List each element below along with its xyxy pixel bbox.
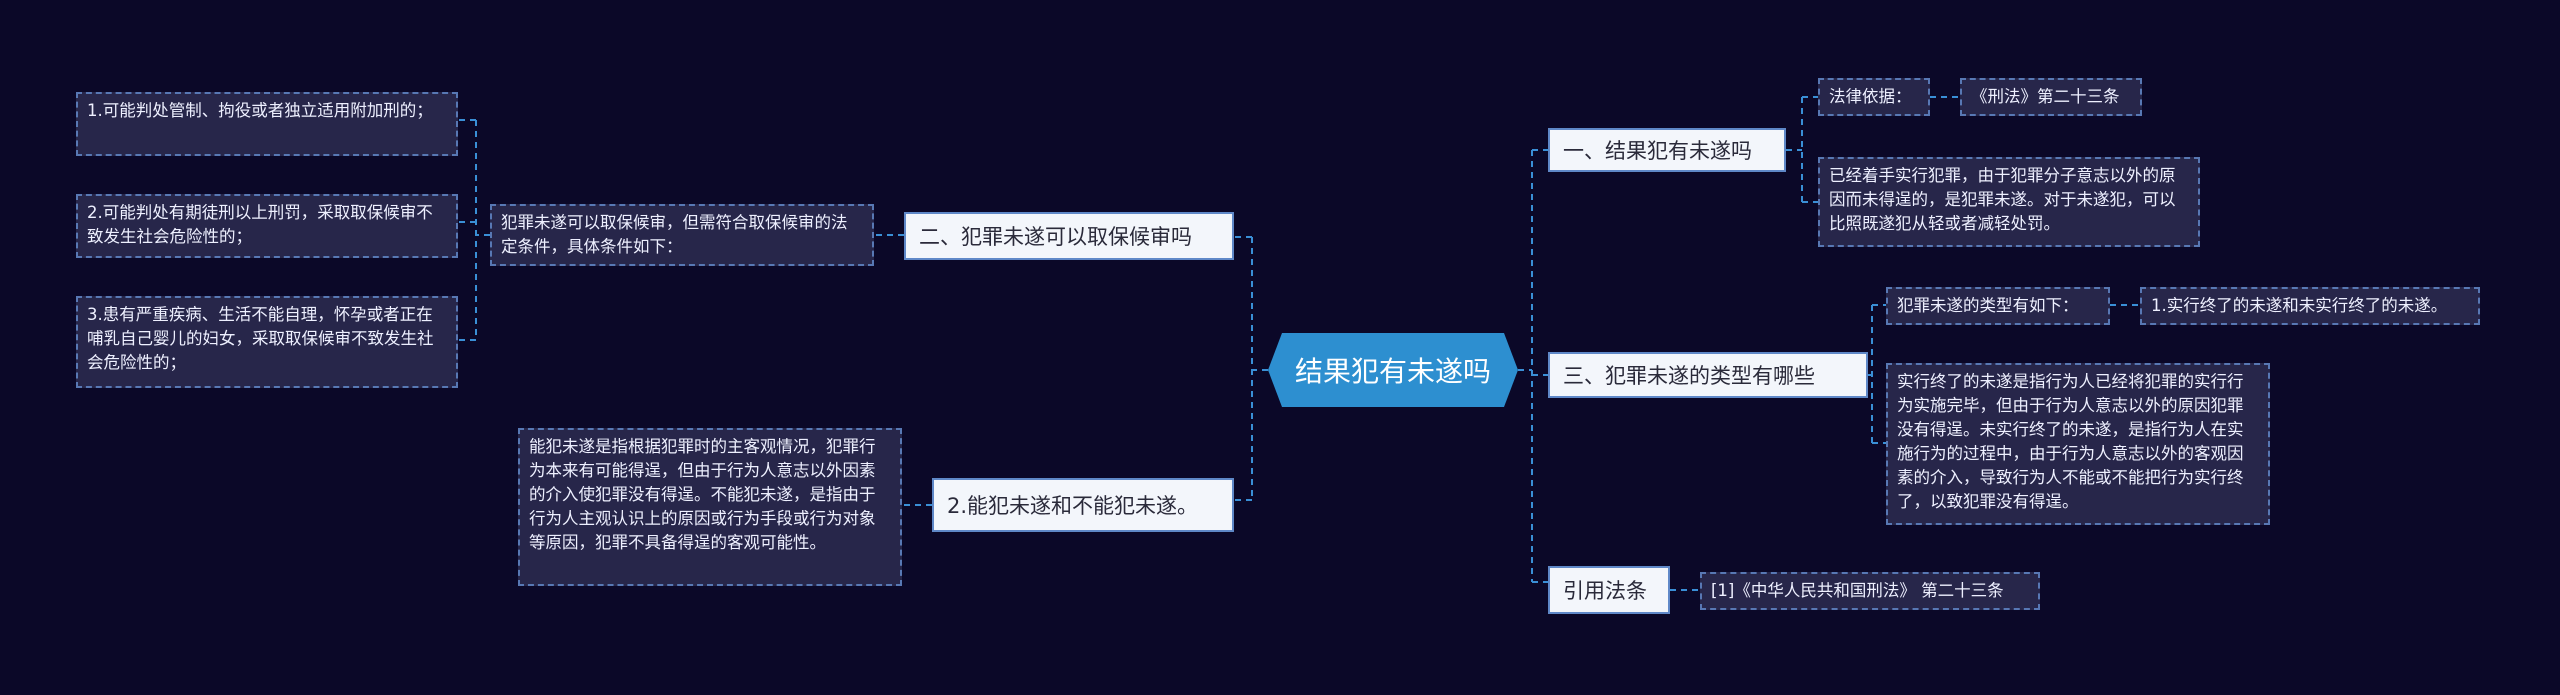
- bail-condition-1[interactable]: 1.可能判处管制、拘役或者独立适用附加刑的；: [76, 92, 458, 156]
- attempt-types-label[interactable]: 犯罪未遂的类型有如下：: [1886, 287, 2110, 325]
- root-topic[interactable]: 结果犯有未遂吗: [1268, 333, 1518, 407]
- bail-condition-2-text: 2.可能判处有期徒刑以上刑罚，采取取保候审不致发生社会危险性的；: [87, 203, 433, 246]
- cited-law-article[interactable]: [1]《中华人民共和国刑法》 第二十三条: [1700, 572, 2040, 610]
- bail-condition-1-text: 1.可能判处管制、拘役或者独立适用附加刑的；: [87, 101, 433, 120]
- branch-cited-law[interactable]: 引用法条: [1548, 566, 1670, 614]
- legal-basis-label[interactable]: 法律依据：: [1818, 78, 1930, 116]
- possible-impossible-text: 能犯未遂是指根据犯罪时的主客观情况，犯罪行为本来有可能得逞，但由于行为人意志以外…: [529, 437, 876, 552]
- criminal-law-article[interactable]: 《刑法》第二十三条: [1960, 78, 2142, 116]
- possible-impossible-explanation[interactable]: 能犯未遂是指根据犯罪时的主客观情况，犯罪行为本来有可能得逞，但由于行为人意志以外…: [518, 428, 902, 586]
- bail-conditions-text: 犯罪未遂可以取保候审，但需符合取保候审的法定条件，具体条件如下：: [501, 213, 848, 256]
- attempt-types-explanation[interactable]: 实行终了的未遂是指行为人已经将犯罪的实行行为实施完毕，但由于行为人意志以外的原因…: [1886, 363, 2270, 525]
- branch-possible-impossible-attempt[interactable]: 2.能犯未遂和不能犯未遂。: [932, 478, 1234, 532]
- bail-condition-2[interactable]: 2.可能判处有期徒刑以上刑罚，采取取保候审不致发生社会危险性的；: [76, 194, 458, 258]
- attempt-definition-text[interactable]: 已经着手实行犯罪，由于犯罪分子意志以外的原因而未得逞的，是犯罪未遂。对于未遂犯，…: [1818, 157, 2200, 247]
- branch-attempt-types[interactable]: 三、犯罪未遂的类型有哪些: [1548, 352, 1868, 398]
- attempt-definition: 已经着手实行犯罪，由于犯罪分子意志以外的原因而未得逞的，是犯罪未遂。对于未遂犯，…: [1829, 166, 2176, 233]
- bail-conditions-intro[interactable]: 犯罪未遂可以取保候审，但需符合取保候审的法定条件，具体条件如下：: [490, 204, 874, 266]
- bail-condition-3-text: 3.患有严重疾病、生活不能自理，怀孕或者正在哺乳自己婴儿的妇女，采取取保候审不致…: [87, 305, 434, 372]
- branch-result-offense-attempt[interactable]: 一、结果犯有未遂吗: [1548, 128, 1786, 172]
- attempt-type-1[interactable]: 1.实行终了的未遂和未实行终了的未遂。: [2140, 287, 2480, 325]
- attempt-types-text: 实行终了的未遂是指行为人已经将犯罪的实行行为实施完毕，但由于行为人意志以外的原因…: [1897, 372, 2244, 511]
- branch-bail-question[interactable]: 二、犯罪未遂可以取保候审吗: [904, 212, 1234, 260]
- bail-condition-3[interactable]: 3.患有严重疾病、生活不能自理，怀孕或者正在哺乳自己婴儿的妇女，采取取保候审不致…: [76, 296, 458, 388]
